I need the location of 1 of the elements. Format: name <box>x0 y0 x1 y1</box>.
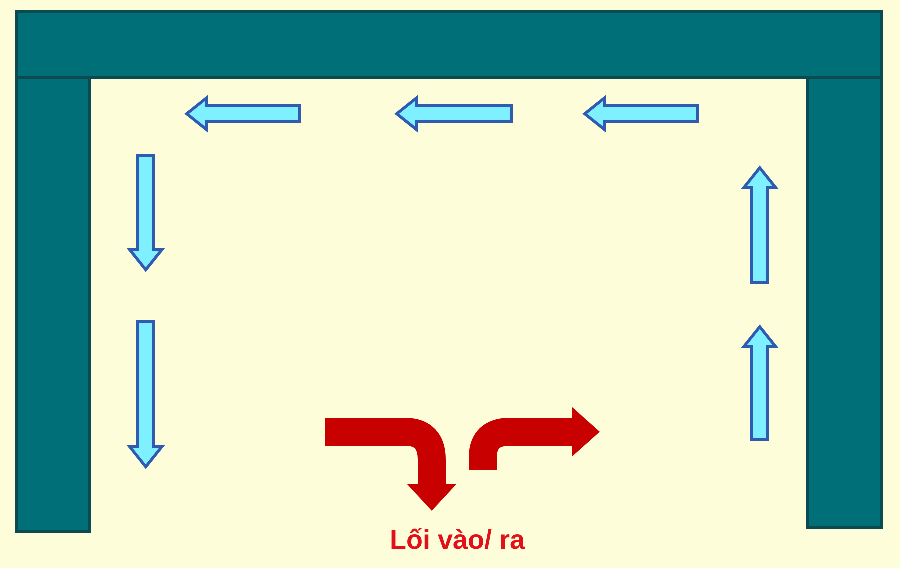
entrance-label: Lối vào/ ra <box>390 525 526 556</box>
